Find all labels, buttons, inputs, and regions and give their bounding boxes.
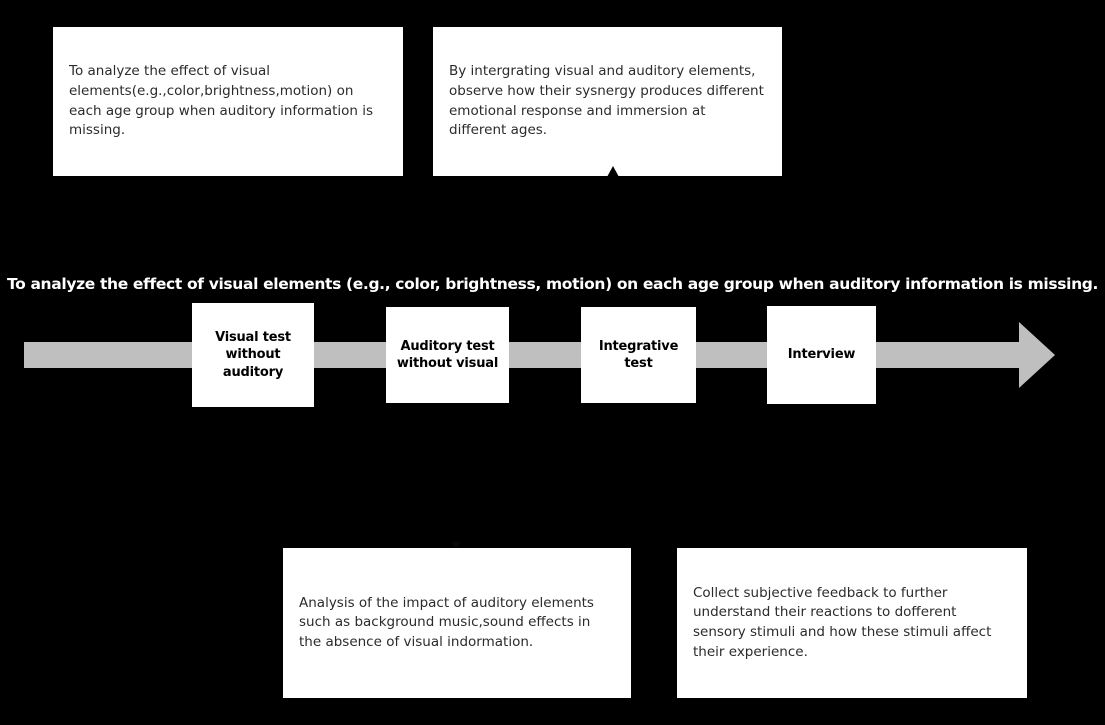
step-box-visual-test[interactable]: Visual test without auditory bbox=[192, 303, 314, 407]
step-box-auditory-test-label: Auditory test without visual bbox=[396, 338, 499, 371]
step-box-interview[interactable]: Interview bbox=[767, 306, 876, 404]
timeline-segment-1 bbox=[314, 342, 386, 368]
callout-top-right-text: By intergrating visual and auditory elem… bbox=[449, 63, 764, 139]
callout-bottom-right-text: Collect subjective feedback to further u… bbox=[693, 584, 992, 660]
callout-bottom-right-pointer-icon bbox=[845, 538, 857, 549]
timeline-segment-0 bbox=[24, 342, 192, 368]
timeline-segment-4 bbox=[876, 342, 1020, 368]
callout-top-left: To analyze the effect of visual elements… bbox=[53, 27, 403, 176]
step-box-auditory-test[interactable]: Auditory test without visual bbox=[386, 307, 509, 403]
step-box-integrative-test[interactable]: Integrative test bbox=[581, 307, 696, 403]
callout-bottom-left-pointer-icon bbox=[452, 542, 460, 548]
step-box-interview-label: Interview bbox=[787, 347, 856, 363]
callout-bottom-left-text: Analysis of the impact of auditory eleme… bbox=[299, 594, 594, 650]
step-box-integrative-test-label: Integrative test bbox=[598, 338, 679, 371]
timeline-arrow-head-icon bbox=[1019, 322, 1055, 388]
callout-top-right: By intergrating visual and auditory elem… bbox=[433, 27, 782, 176]
page-title: To analyze the effect of visual elements… bbox=[6, 275, 1099, 293]
callout-top-right-pointer-icon bbox=[607, 166, 619, 177]
timeline-segment-3 bbox=[696, 342, 767, 368]
callout-top-left-text: To analyze the effect of visual elements… bbox=[69, 63, 374, 139]
callout-bottom-left: Analysis of the impact of auditory eleme… bbox=[283, 548, 631, 698]
callout-bottom-right: Collect subjective feedback to further u… bbox=[677, 548, 1027, 698]
timeline-segment-2 bbox=[509, 342, 581, 368]
step-box-visual-test-label: Visual test without auditory bbox=[215, 330, 291, 380]
